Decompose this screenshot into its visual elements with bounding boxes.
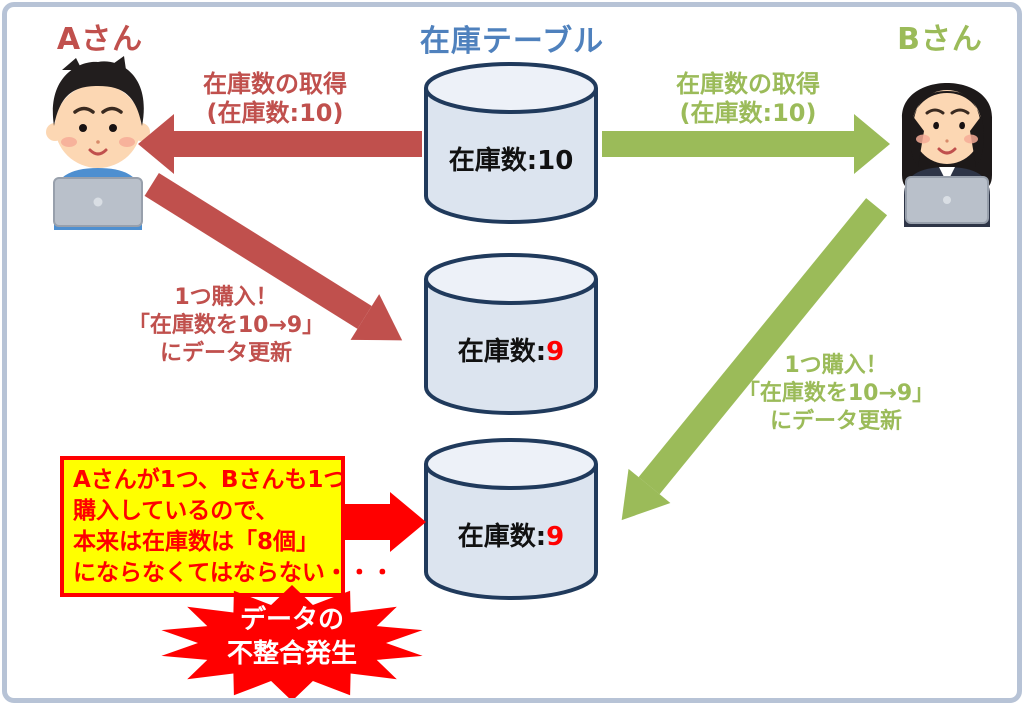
label-update-b-line1: 1つ購入！ bbox=[784, 353, 888, 378]
inconsistency-note-box: Aさんが1つ、Bさんも1つ 購入しているので、 本来は在庫数は「8個」 にならな… bbox=[60, 456, 394, 597]
database-cylinder-top: 在庫数:10 bbox=[420, 60, 602, 228]
label-update-a-line3: にデータ更新 bbox=[159, 341, 292, 366]
database-cylinder-middle: 在庫数:9 bbox=[420, 251, 602, 419]
label-fetch-a-line2: (在庫数:10) bbox=[206, 99, 344, 127]
actor-a-name: Aさん bbox=[56, 22, 144, 57]
label-update-a-line2: 「在庫数を10→9」 bbox=[127, 313, 325, 338]
note-line2: 購入しているので、 bbox=[73, 498, 279, 524]
label-update-a-line1: 1つ購入！ bbox=[174, 285, 278, 310]
note-line1: Aさんが1つ、Bさんも1つ bbox=[73, 467, 347, 493]
starburst-text: データの 不整合発生 bbox=[156, 603, 428, 671]
label-update-a: 1つ購入！ 「在庫数を10→9」 にデータ更新 bbox=[112, 284, 340, 368]
database-cylinder-bottom: 在庫数:9 bbox=[420, 436, 602, 604]
label-fetch-a: 在庫数の取得 (在庫数:10) bbox=[155, 70, 395, 128]
label-update-b: 1つ購入！ 「在庫数を10→9」 にデータ更新 bbox=[722, 352, 950, 436]
stock-number-middle: 9 bbox=[546, 337, 565, 367]
stock-number-top: 10 bbox=[537, 146, 574, 176]
data-inconsistency-starburst: データの 不整合発生 bbox=[156, 583, 428, 703]
stock-value-top: 在庫数:10 bbox=[420, 140, 602, 177]
person-b-illustration bbox=[901, 83, 993, 227]
actor-b-name: Bさん bbox=[897, 22, 983, 57]
note-line4: にならなくてはならない・・・ bbox=[73, 560, 394, 586]
stock-number-bottom: 9 bbox=[546, 522, 565, 552]
starburst-line2: 不整合発生 bbox=[226, 639, 357, 669]
note-line3: 本来は在庫数は「8個」 bbox=[73, 529, 320, 555]
starburst-line1: データの bbox=[239, 605, 344, 635]
label-update-b-line2: 「在庫数を10→9」 bbox=[737, 381, 935, 406]
arrow-fetch-to-b bbox=[602, 112, 890, 176]
stock-value-bottom: 在庫数:9 bbox=[420, 516, 602, 553]
page-title: 在庫テーブル bbox=[419, 24, 605, 59]
stock-value-middle: 在庫数:9 bbox=[420, 331, 602, 368]
person-a-illustration bbox=[46, 56, 150, 230]
stock-prefix-top: 在庫数: bbox=[448, 146, 538, 176]
label-fetch-a-line1: 在庫数の取得 bbox=[203, 70, 347, 98]
label-fetch-b-line2: (在庫数:10) bbox=[679, 99, 817, 127]
stock-prefix-bottom: 在庫数: bbox=[457, 522, 547, 552]
arrow-fetch-to-a bbox=[138, 112, 422, 176]
label-update-b-line3: にデータ更新 bbox=[769, 409, 902, 434]
arrow-note-to-cylinder bbox=[344, 492, 426, 552]
label-fetch-b-line1: 在庫数の取得 bbox=[676, 70, 820, 98]
stock-prefix-middle: 在庫数: bbox=[457, 337, 547, 367]
label-fetch-b: 在庫数の取得 (在庫数:10) bbox=[628, 70, 868, 128]
